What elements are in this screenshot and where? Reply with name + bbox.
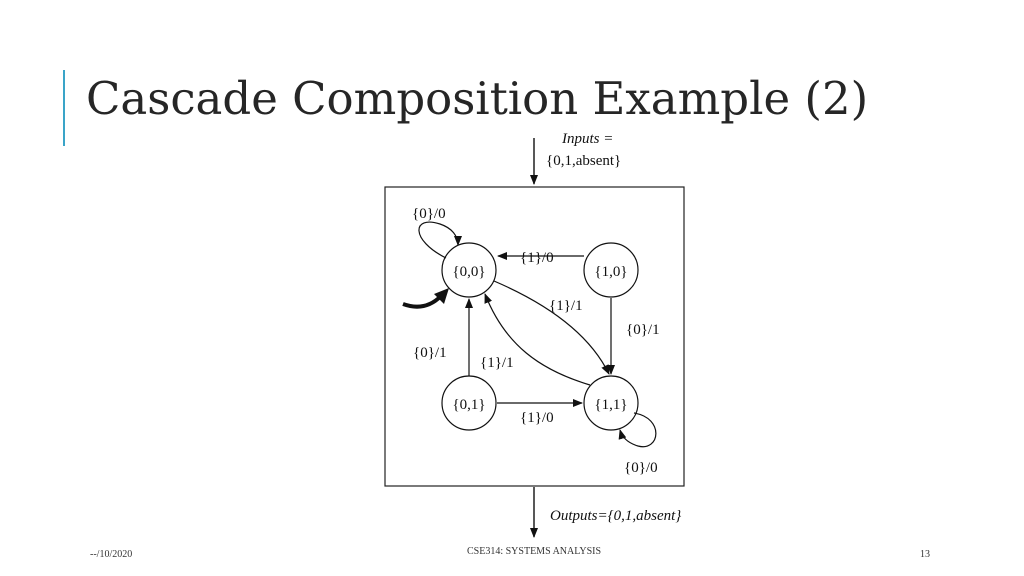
label-00-self: {0}/0 [412,206,446,222]
state-00: {0,0} [441,242,497,298]
label-01-00: {0}/1 [413,345,447,361]
label-11-self: {0}/0 [624,460,658,476]
title-accent-bar [63,70,65,146]
label-00-11: {1}/1 [549,298,583,314]
label-10-00: {1}/0 [520,250,554,266]
inputs-set: {0,1,absent} [546,153,621,169]
initial-state-arrow [402,294,443,309]
slide-title: Cascade Composition Example (2) [86,72,869,125]
state-01-label: {0,1} [452,397,485,413]
transition-11-00 [484,293,591,386]
state-11-label: {1,1} [594,397,627,413]
footer-course: CSE314: SYSTEMS ANALYSIS [467,546,602,557]
state-10-label: {1,0} [594,264,627,280]
footer-date: --/10/2020 [90,549,133,560]
outputs-label: Outputs={0,1,absent} [550,508,681,524]
system-box [384,186,685,487]
transition-11-self [618,412,657,448]
transition-00-11 [493,280,610,375]
state-00-label: {0,0} [452,264,485,280]
initial-state-arrowhead [434,288,449,304]
footer-page-number: 13 [920,549,930,560]
state-01: {0,1} [441,375,497,431]
label-11-00: {1}/1 [480,355,514,371]
label-10-11: {0}/1 [626,322,660,338]
label-01-11: {1}/0 [520,410,554,426]
transition-00-self [418,221,462,259]
inputs-label: Inputs = [561,131,613,147]
state-11: {1,1} [583,375,639,431]
state-10: {1,0} [583,242,639,298]
